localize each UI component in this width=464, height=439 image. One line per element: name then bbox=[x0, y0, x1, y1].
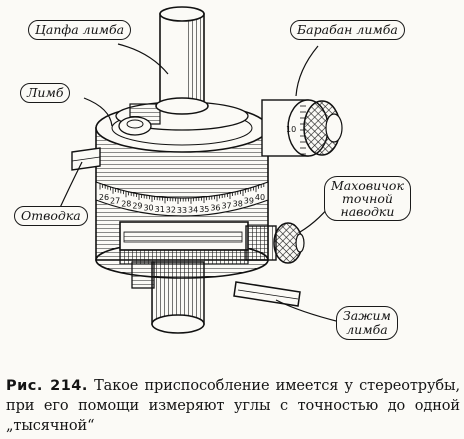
label-limb: Лимб bbox=[20, 83, 71, 103]
figure-number: Рис. 214. bbox=[6, 378, 88, 394]
scale-number: 31 bbox=[155, 205, 165, 214]
label-limb-clamp: Зажим лимба bbox=[336, 306, 398, 340]
figure-caption-text: Такое приспособление имеется у стереотру… bbox=[6, 378, 460, 434]
scale-number: 32 bbox=[166, 206, 176, 215]
limb-drum: 10 bbox=[261, 99, 343, 157]
scale-number: 30 bbox=[143, 204, 153, 213]
scale-number: 37 bbox=[221, 202, 231, 211]
scale-number: 29 bbox=[132, 202, 142, 211]
scale-number: 27 bbox=[110, 196, 120, 205]
fine-adjust-knob bbox=[245, 222, 305, 264]
scale-number: 34 bbox=[188, 206, 198, 215]
scale-number: 39 bbox=[244, 196, 254, 205]
label-limb-clamp-line1: Зажим bbox=[343, 308, 391, 323]
top-cap bbox=[115, 101, 249, 136]
scale-number: 38 bbox=[233, 199, 243, 208]
scale-number: 26 bbox=[99, 193, 109, 202]
label-fine-adjust-line3: наводки bbox=[340, 204, 395, 219]
scale-number: 28 bbox=[121, 199, 131, 208]
label-otvodka: Отводка bbox=[14, 206, 88, 226]
label-limb-clamp-line2: лимба bbox=[346, 322, 388, 337]
scale-number: 33 bbox=[177, 206, 187, 215]
scale-number: 40 bbox=[255, 193, 265, 202]
otvodka-bracket bbox=[71, 147, 101, 171]
label-fine-adjust-knob: Маховичок точной наводки bbox=[324, 176, 411, 221]
label-fine-adjust-line2: точной bbox=[341, 191, 393, 206]
label-limb-drum: Барабан лимба bbox=[290, 20, 405, 40]
limb-scale-ticks bbox=[99, 183, 265, 204]
scale-number: 35 bbox=[199, 205, 209, 214]
drum-scale-number: 10 bbox=[286, 125, 296, 134]
limb-clamp-lever bbox=[233, 281, 301, 307]
figure-caption: Рис. 214. Такое приспособление имеется у… bbox=[6, 376, 460, 436]
label-fine-adjust-line1: Маховичок bbox=[331, 178, 404, 193]
label-pivot-shaft: Цапфа лимба bbox=[28, 20, 132, 40]
index-block bbox=[119, 221, 249, 265]
limb-pivot-shaft bbox=[155, 6, 209, 115]
scale-number: 36 bbox=[210, 204, 220, 213]
